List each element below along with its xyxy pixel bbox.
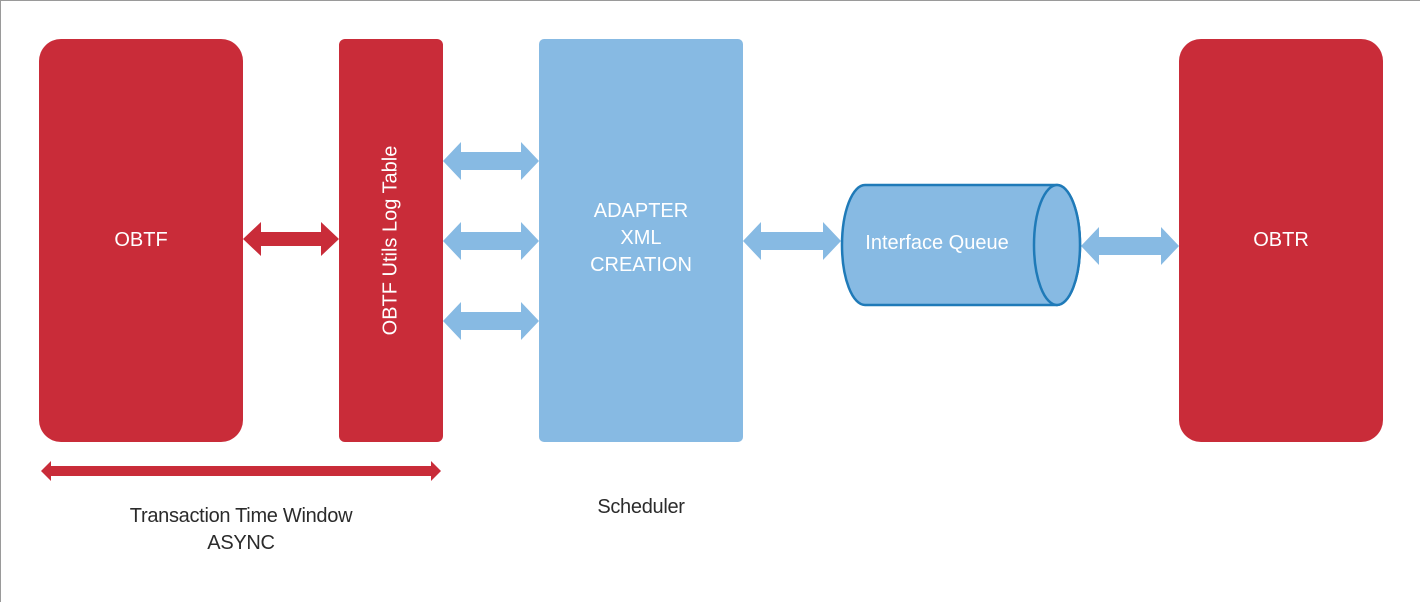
transaction-window-caption-line-1: Transaction Time Window: [129, 505, 353, 527]
arrow-logtable-adapter-3: [443, 302, 539, 340]
obtr-label: OBTR: [1253, 229, 1309, 251]
arrow-obtf-logtable: [243, 222, 339, 256]
interface-queue-label: Interface Queue: [865, 232, 1008, 254]
log-table-label: OBTF Utils Log Table: [379, 145, 402, 336]
transaction-window-caption: Transaction Time Window ASYNC: [91, 503, 391, 557]
arrow-logtable-adapter-2: [443, 222, 539, 260]
obtr-block: OBTR: [1179, 39, 1383, 442]
transaction-window-arrow: [41, 461, 441, 481]
arrow-logtable-adapter-1: [443, 142, 539, 180]
scheduler-caption: Scheduler: [597, 496, 685, 518]
interface-queue-cylinder: Interface Queue: [840, 183, 1082, 307]
arrow-adapter-queue: [743, 222, 841, 260]
transaction-window-caption-line-2: ASYNC: [207, 532, 275, 554]
obtf-label: OBTF: [114, 229, 168, 251]
adapter-label: ADAPTER XML CREATION: [590, 198, 692, 279]
adapter-xml-creation-block: ADAPTER XML CREATION: [539, 39, 743, 442]
obtf-utils-log-table-block: OBTF Utils Log Table: [339, 39, 443, 442]
obtf-block: OBTF: [39, 39, 243, 442]
adapter-label-line-1: ADAPTER: [593, 200, 689, 222]
adapter-label-line-2: XML: [620, 227, 662, 249]
adapter-label-line-3: CREATION: [590, 254, 692, 276]
arrow-queue-obtr: [1081, 227, 1179, 265]
